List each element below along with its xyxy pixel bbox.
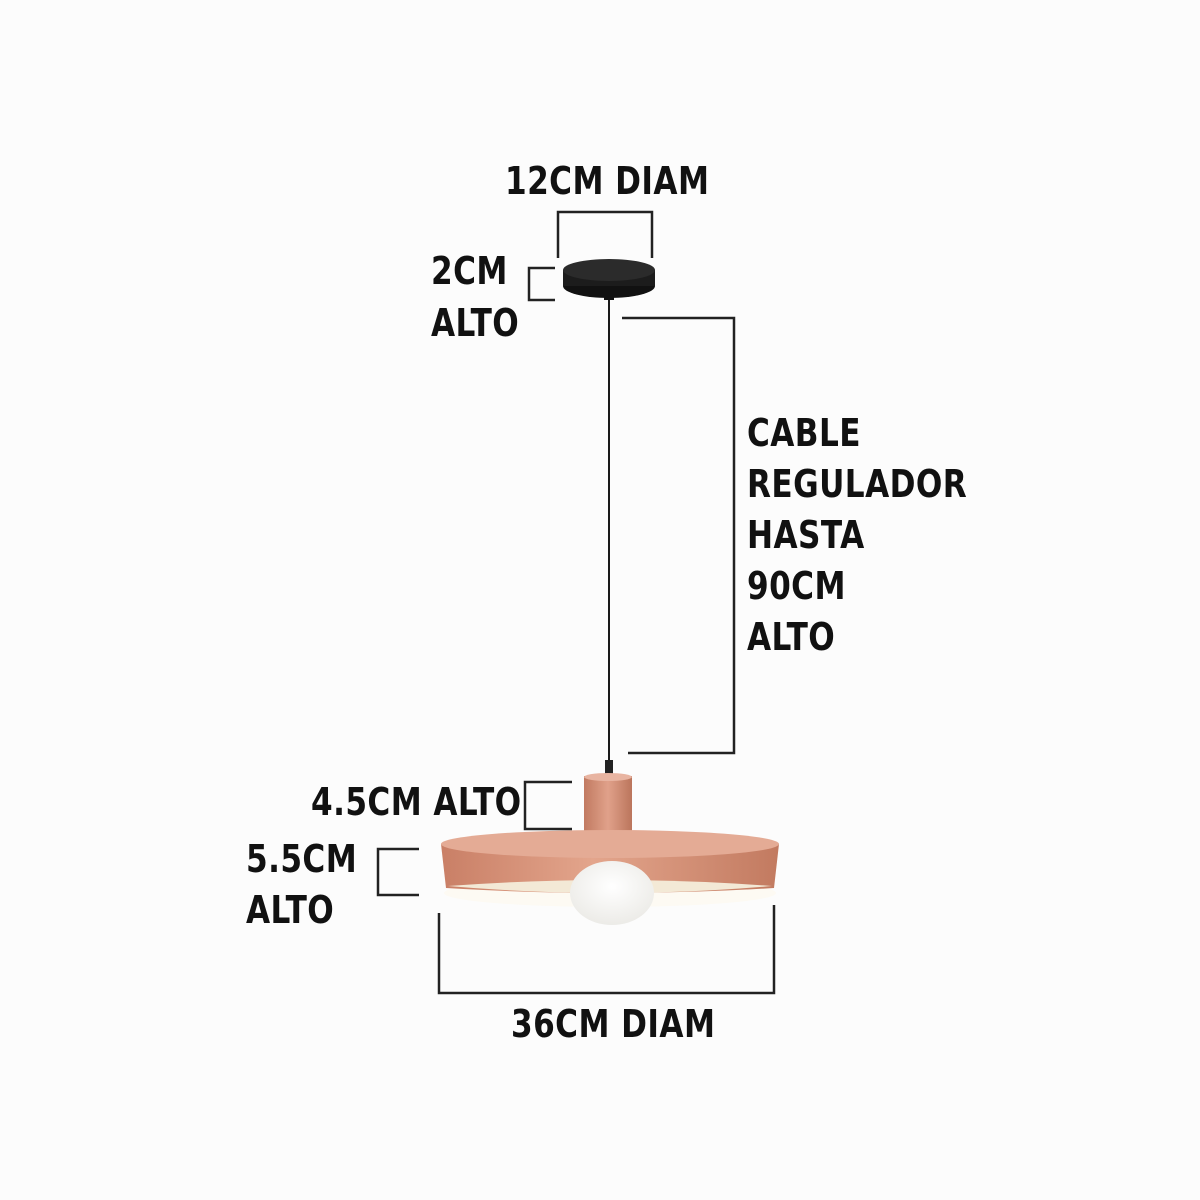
cable-label-line3: HASTA: [747, 513, 865, 557]
bracket-shade-height: [376, 847, 419, 897]
shade-height-unit-label: ALTO: [246, 888, 335, 932]
cable-grip: [605, 760, 613, 776]
cable-label-line4: 90CM: [747, 564, 846, 608]
light-bulb: [570, 861, 654, 925]
canopy-diameter-label: 12CM DIAM: [505, 159, 710, 203]
shade-diameter-label: 36CM DIAM: [511, 1002, 716, 1046]
bracket-canopy-height: [527, 266, 555, 302]
ceiling-canopy: [563, 259, 655, 300]
bracket-socket-height: [523, 780, 572, 831]
bracket-canopy-diameter: [556, 210, 654, 258]
bracket-cable-length: [622, 316, 736, 755]
bracket-shade-diameter: [437, 905, 776, 995]
canopy-height-value-label: 2CM: [431, 249, 508, 293]
canopy-height-unit-label: ALTO: [431, 301, 520, 345]
cable-label-line5: ALTO: [747, 615, 836, 659]
socket-height-label: 4.5CM ALTO: [311, 780, 522, 824]
cable-label-line1: CABLE: [747, 411, 861, 455]
cable-label-line2: REGULADOR: [747, 462, 968, 506]
socket-housing: [584, 773, 632, 834]
shade-height-value-label: 5.5CM: [246, 837, 358, 881]
